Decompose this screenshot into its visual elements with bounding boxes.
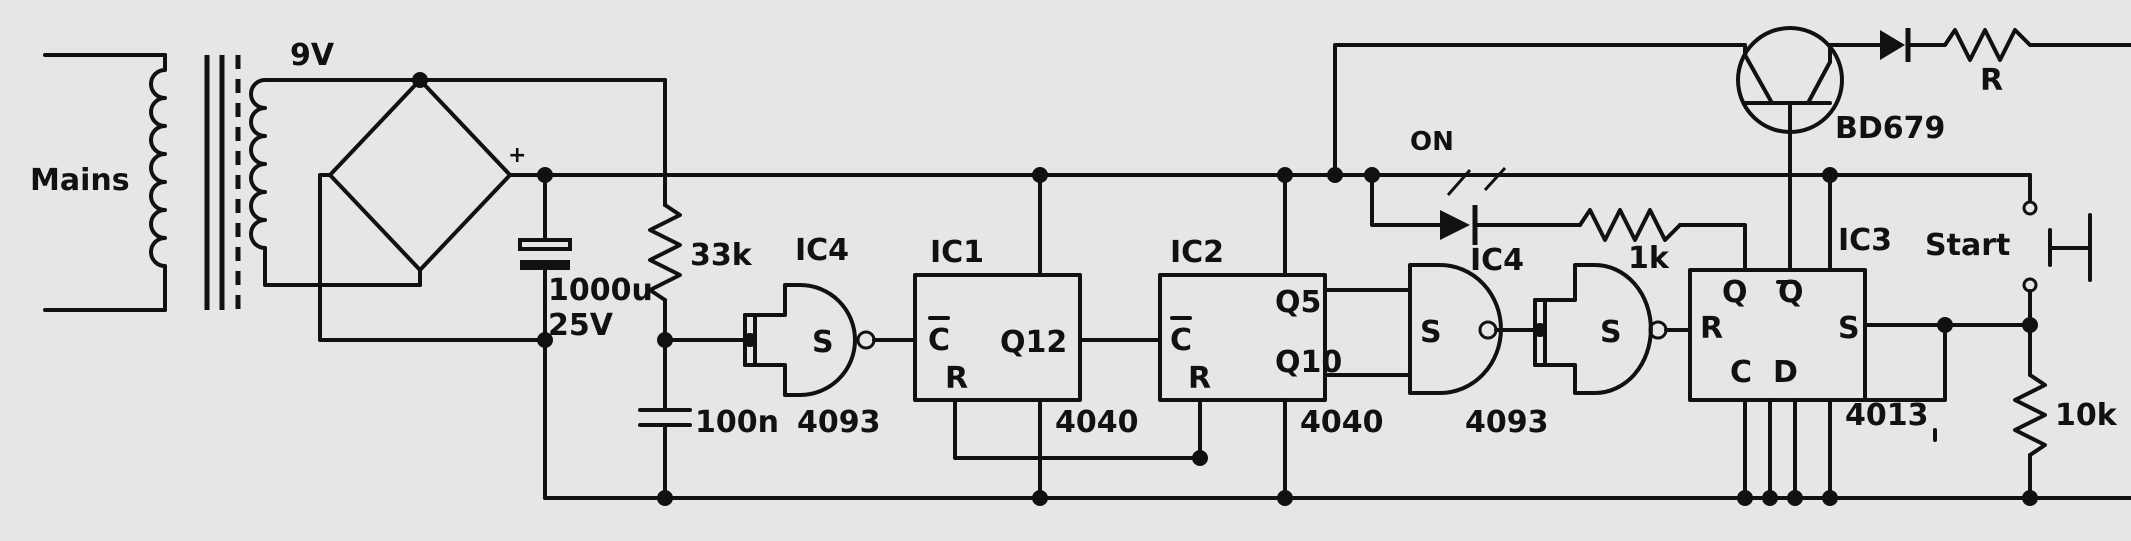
ic4c-gate-symbol: S — [1600, 315, 1622, 350]
ic2-q10: Q10 — [1275, 345, 1342, 380]
led-label: ON — [1410, 127, 1454, 157]
start-switch — [2022, 173, 2092, 327]
ic2-q5: Q5 — [1275, 285, 1321, 320]
ic1-clock: C — [928, 323, 950, 358]
ic3-clock: C — [1730, 355, 1752, 390]
res-1k-label: 1k — [1628, 241, 1670, 276]
ic4a-name: IC4 — [795, 233, 849, 268]
ic1-q12: Q12 — [1000, 325, 1067, 360]
ic3-data: D — [1773, 355, 1798, 390]
plus-label: + — [508, 143, 526, 168]
mains-label: Mains — [30, 163, 130, 198]
ic2-part: 4040 — [1300, 405, 1384, 440]
res-r-label: R — [1980, 63, 2003, 98]
ic3-q: Q — [1722, 275, 1748, 310]
ic4b-gate-symbol: S — [1420, 315, 1442, 350]
ic4b-part: 4093 — [1465, 405, 1549, 440]
ic1-4040 — [913, 173, 1202, 500]
junction-dots — [412, 72, 2038, 506]
capacitor-1000u — [518, 173, 572, 342]
ic3-part: 4013 — [1845, 398, 1929, 433]
ic2-name: IC2 — [1170, 235, 1224, 270]
res-33k-label: 33k — [690, 238, 753, 273]
led-on — [1370, 166, 1582, 245]
cap-100n-label: 100n — [695, 405, 779, 440]
ic4a-gate-symbol: S — [812, 325, 834, 360]
resistor-33k — [648, 173, 682, 412]
capacitor-100n — [638, 408, 692, 500]
ic3-name: IC3 — [1838, 223, 1892, 258]
start-label: Start — [1925, 228, 2010, 263]
ic3-4013 — [1688, 158, 2032, 500]
ic4a-part: 4093 — [797, 405, 881, 440]
resistor-1k — [1578, 208, 1747, 272]
bridge-rectifier — [318, 78, 667, 342]
ic2-reset: R — [1188, 361, 1211, 396]
cap-1000u-value: 1000u — [548, 273, 653, 308]
transformer-voltage-label: 9V — [290, 38, 335, 73]
resistor-10k — [2013, 323, 2047, 500]
ic1-name: IC1 — [930, 235, 984, 270]
ic3-qbar: Q — [1778, 275, 1804, 310]
ic2-4040 — [1158, 173, 1412, 500]
ic3-reset: R — [1700, 311, 1723, 346]
ic3-set: S — [1838, 311, 1860, 346]
ic2-clock: C — [1170, 323, 1192, 358]
res-10k-label: 10k — [2055, 398, 2118, 433]
transformer — [43, 53, 422, 312]
transistor-label: BD679 — [1835, 111, 1945, 146]
ic1-reset: R — [945, 361, 968, 396]
ic4b-name: IC4 — [1470, 243, 1524, 278]
cap-1000u-voltage: 25V — [548, 308, 614, 343]
transistor-bd679 — [1333, 26, 2131, 177]
ic4-gate-a — [663, 283, 876, 397]
ic1-part: 4040 — [1055, 405, 1139, 440]
